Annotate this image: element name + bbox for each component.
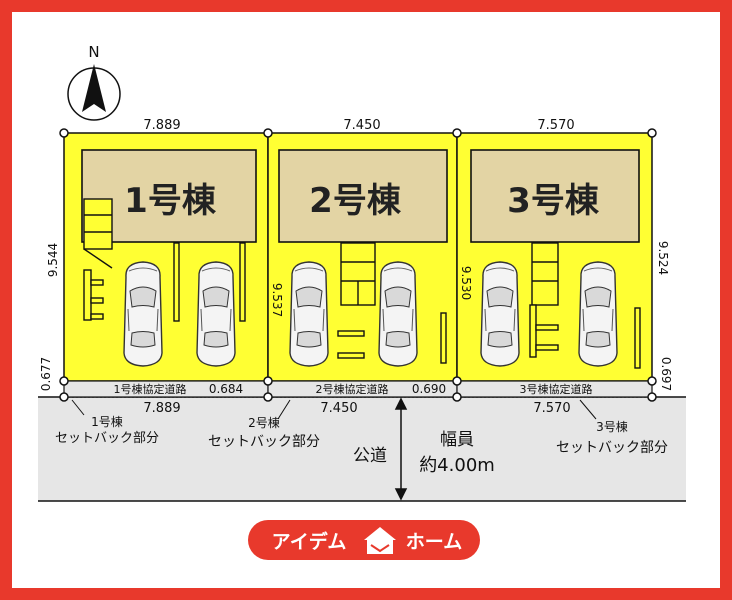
logo-text-left: アイデム [272,530,347,553]
lot-3-road-width: 0.690 [412,382,446,396]
setback-3-building: 3号棟 [596,419,628,434]
right-depth: 9.524 [656,241,670,275]
house-icon [364,527,396,554]
public-road [38,397,686,501]
car-1a [123,261,163,367]
car-1b [196,261,236,367]
setback-2-text: セットバック部分 [208,434,320,450]
building-2 [278,149,448,243]
road-width-value: 約4.00m [419,455,495,476]
lot-2-bottom-width: 7.450 [320,401,357,416]
car-2a [289,261,329,367]
building-2-label: 2号棟 [309,181,402,221]
lot-3-fixtures [529,242,641,369]
public-road-label: 公道 [353,446,387,466]
right-road-width: 0.697 [659,357,673,391]
aidem-home-logo: アイデム ホーム [248,520,480,560]
lot-3-bottom-width: 7.570 [533,401,570,416]
corner-markers [59,128,657,402]
building-1-label: 1号棟 [124,181,217,221]
building-3-label: 3号棟 [507,181,600,221]
compass-label: N [88,43,99,61]
road-name-3: 3号棟協定道路 [520,382,593,396]
lot-1-top-width: 7.889 [143,118,180,133]
compass-icon: N [67,43,121,121]
setback-2-building: 2号棟 [248,415,280,430]
lot-2-road-width: 0.684 [209,382,243,396]
lot-2-fixtures [337,242,447,364]
road-strip-3 [456,380,653,398]
lot-1-road-width: 0.677 [39,357,53,391]
lot-2-top-width: 7.450 [343,118,380,133]
setback-leaders [71,399,597,420]
road-width-arrow [394,397,408,501]
lot-1-fixtures [83,198,246,322]
road-width-label: 幅員 [440,430,474,450]
lot-2-depth: 9.537 [270,283,284,317]
building-3 [470,149,640,243]
lot-1-depth: 9.544 [46,243,60,277]
lot-3-depth: 9.530 [459,266,473,300]
lot-3-top-width: 7.570 [537,118,574,133]
car-3a [480,261,520,367]
setback-1-building: 1号棟 [91,414,123,429]
road-name-2: 2号棟協定道路 [316,382,389,396]
road-name-1: 1号棟協定道路 [114,382,187,396]
setback-1-text: セットバック部分 [55,431,159,446]
logo-text-right: ホーム [406,531,462,553]
setback-3-text: セットバック部分 [556,440,668,456]
car-3b [578,261,618,367]
car-2b [378,261,418,367]
lot-1-bottom-width: 7.889 [143,401,180,416]
